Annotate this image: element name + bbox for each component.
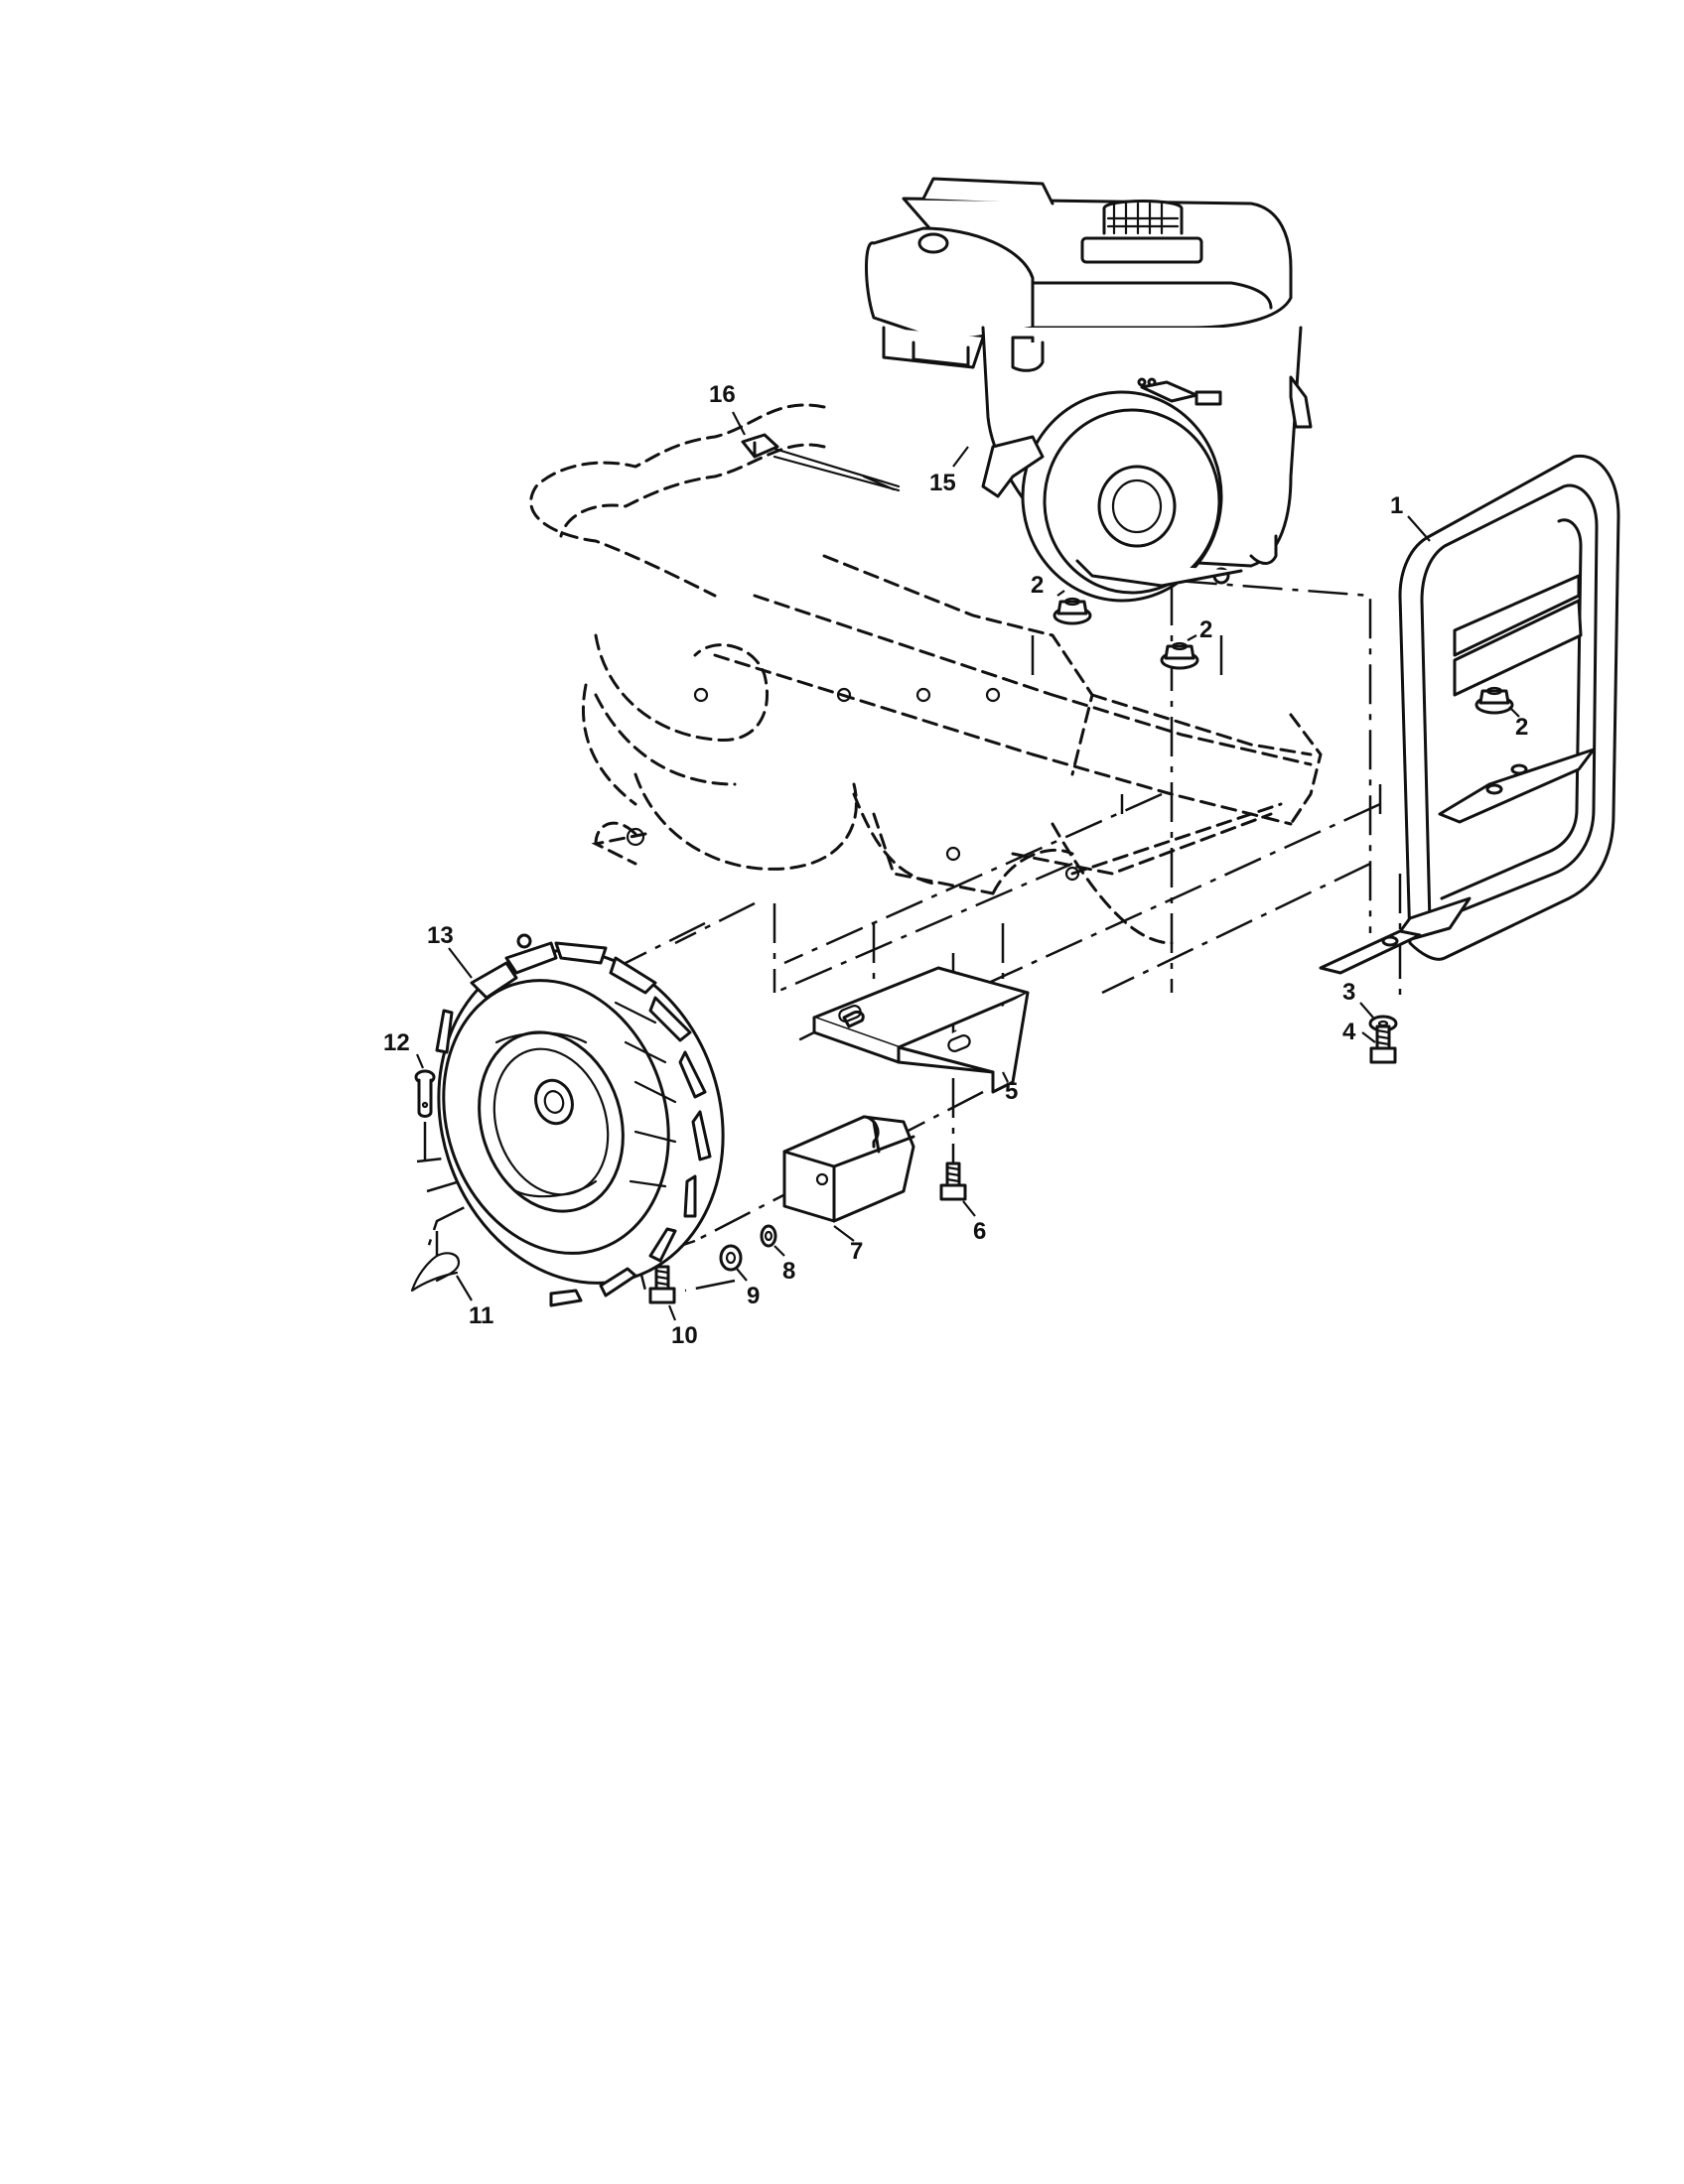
callout-11: 11: [469, 1302, 493, 1329]
engine-icon: [865, 177, 1313, 603]
callout-16: 16: [709, 381, 736, 408]
callout-2c: 2: [1515, 714, 1528, 741]
front-bumper-icon: [1319, 454, 1620, 975]
callout-2a: 2: [1031, 572, 1044, 599]
callout-9: 9: [747, 1283, 760, 1309]
callout-4: 4: [1342, 1019, 1356, 1045]
hairpin-clip-icon: [410, 1231, 461, 1293]
callout-labels: 1 2 2 2 3 4 5 6 7 8 9 10 11 12 13 15 16: [383, 381, 1528, 1349]
callout-1: 1: [1390, 492, 1403, 519]
bolt-icon: [648, 1024, 1397, 1304]
callout-10: 10: [671, 1322, 698, 1349]
callout-2b: 2: [1199, 616, 1212, 643]
callout-15: 15: [929, 470, 956, 496]
bracket-icon: [812, 966, 1030, 1094]
tire-wheel-icon: [435, 933, 725, 1307]
callout-12: 12: [383, 1029, 410, 1056]
callout-5: 5: [1005, 1078, 1018, 1105]
callout-8: 8: [782, 1258, 795, 1285]
flange-nut-icon: [719, 597, 1514, 1272]
cable-tie-icon: [741, 433, 901, 492]
leader-lines: [415, 411, 1520, 1321]
callout-7: 7: [850, 1238, 863, 1265]
callout-13: 13: [427, 922, 454, 949]
weight-block-icon: [782, 1115, 915, 1223]
callout-3: 3: [1342, 979, 1355, 1006]
clevis-pin-icon: [414, 1069, 436, 1161]
callout-6: 6: [973, 1218, 986, 1245]
tine-frame-outline-icon: [529, 403, 1323, 945]
